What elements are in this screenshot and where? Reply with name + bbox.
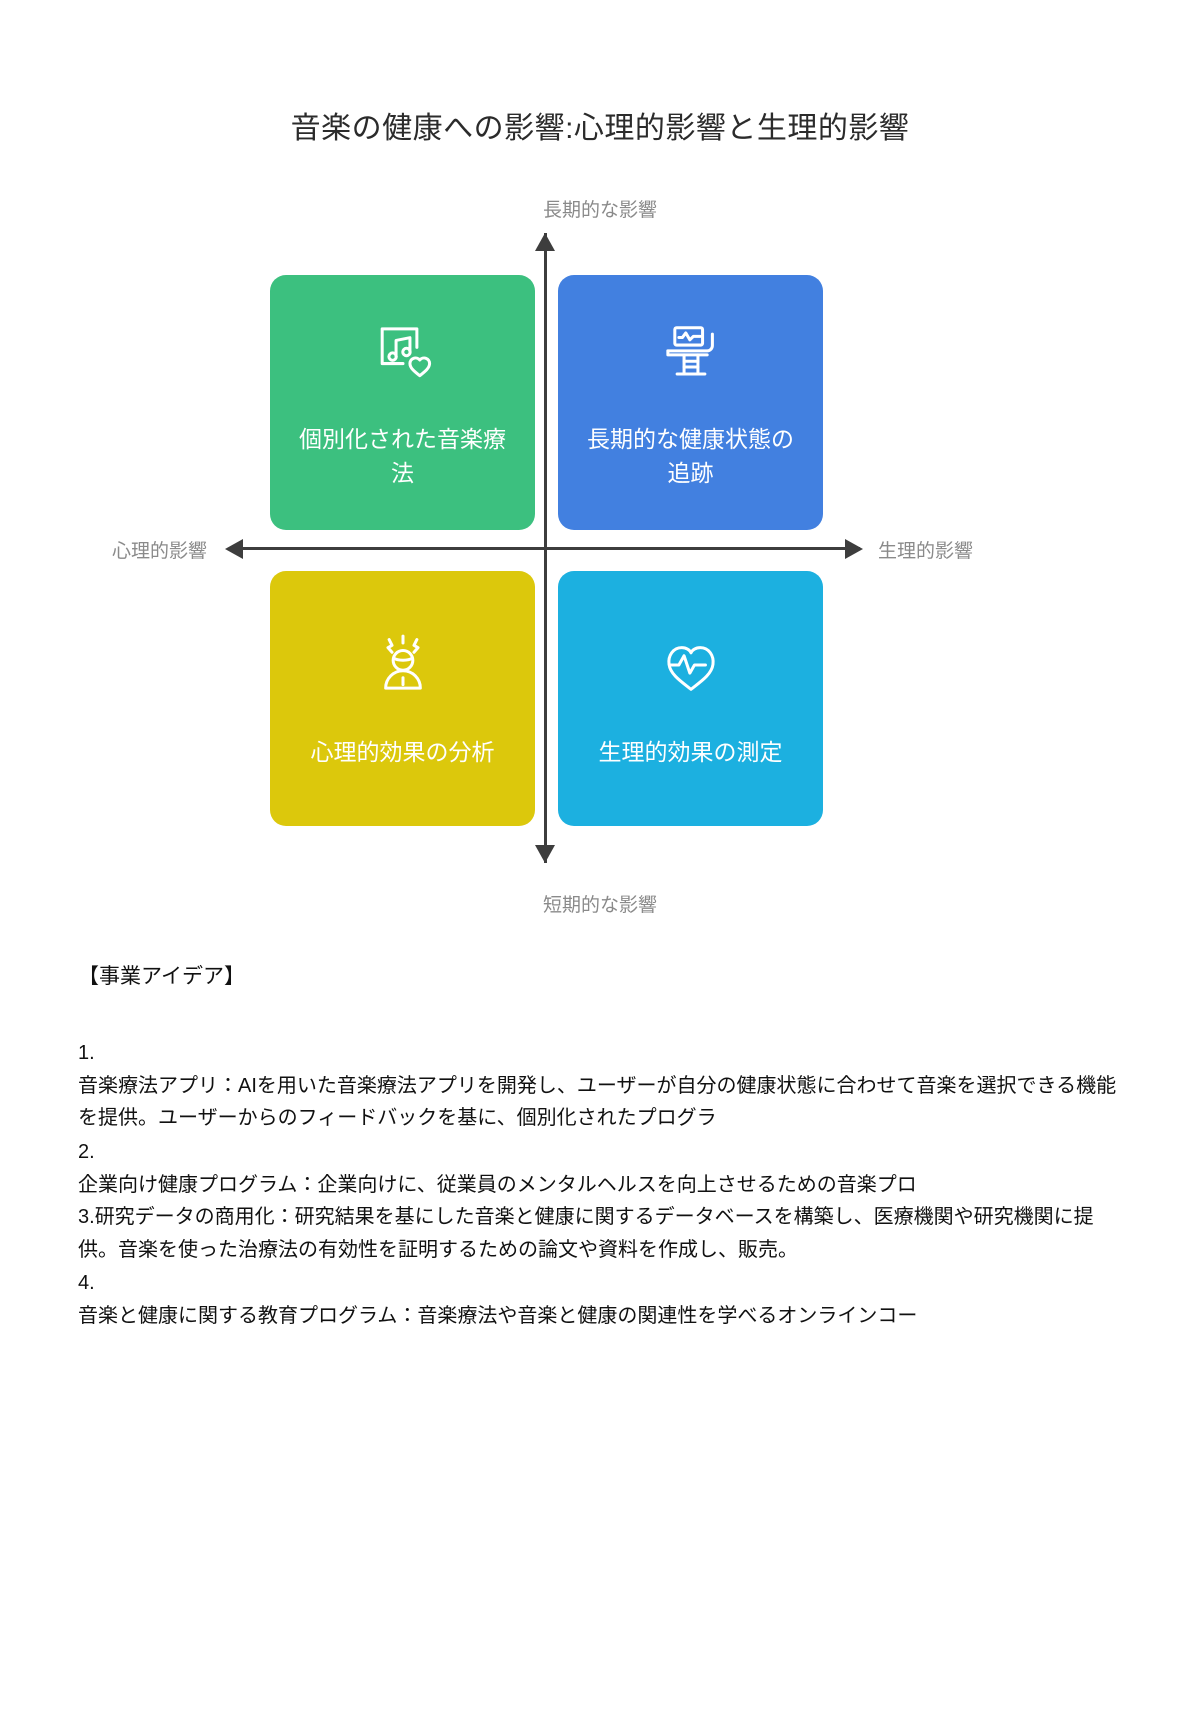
axis-label-bottom: 短期的な影響 <box>542 895 657 916</box>
idea-text: 音楽と健康に関する教育プログラム：音楽療法や音楽と健康の関連性を学べるオンライン… <box>78 1304 918 1327</box>
quadrant-label: 心理的効果の分析 <box>310 738 495 765</box>
quadrant-label: 長期的な健康状態の追跡 <box>587 426 794 486</box>
idea-text: 音楽療法アプリ：AIを用いた音楽療法アプリを開発し、ユーザーが自分の健康状態に合… <box>78 1075 1117 1130</box>
axis-label-top: 長期的な影響 <box>542 200 657 221</box>
list-item: 2. 企業向け健康プログラム：企業向けに、従業員のメンタルヘルスを向上させるため… <box>78 1135 1128 1201</box>
arrow-up-icon <box>535 233 555 251</box>
business-ideas-section: 【事業アイデア】 1. 音楽療法アプリ：AIを用いた音楽療法アプリを開発し、ユー… <box>78 960 1128 1332</box>
list-item: 3.研究データの商用化：研究結果を基にした音楽と健康に関するデータベースを構築し… <box>78 1201 1128 1266</box>
business-ideas-heading: 【事業アイデア】 <box>78 965 245 988</box>
arrow-down-icon <box>535 845 555 863</box>
quadrant-top-right[interactable]: 長期的な健康状態の追跡 <box>558 275 823 530</box>
page-title: 音楽の健康への影響:心理的影響と生理的影響 <box>290 112 910 145</box>
idea-text: 3.研究データの商用化：研究結果を基にした音楽と健康に関するデータベースを構築し… <box>78 1201 1128 1266</box>
list-item: 1. 音楽療法アプリ：AIを用いた音楽療法アプリを開発し、ユーザーが自分の健康状… <box>78 1036 1128 1135</box>
idea-number: 2. <box>78 1140 95 1163</box>
quadrant-matrix: 長期的な影響 短期的な影響 心理的影響 生理的影響 個別化された音楽療法 <box>0 185 1200 985</box>
quadrant-bottom-left[interactable]: 心理的効果の分析 <box>270 571 535 826</box>
stressed-person-icon <box>366 628 440 702</box>
axis-label-left: 心理的影響 <box>112 541 208 562</box>
list-item: 4. 音楽と健康に関する教育プログラム：音楽療法や音楽と健康の関連性を学べるオン… <box>78 1266 1128 1332</box>
idea-number: 1. <box>78 1042 95 1064</box>
idea-text: 企業向け健康プログラム：企業向けに、従業員のメンタルヘルスを向上させるための音楽… <box>78 1173 917 1196</box>
idea-number: 4. <box>78 1271 95 1294</box>
quadrant-label: 個別化された音楽療法 <box>299 426 506 486</box>
heart-pulse-icon <box>654 628 728 702</box>
idea-body: 研究データの商用化：研究結果を基にした音楽と健康に関するデータベースを構築し、医… <box>78 1206 1094 1261</box>
quadrant-top-left[interactable]: 個別化された音楽療法 <box>270 275 535 530</box>
arrow-right-icon <box>845 539 863 559</box>
horizontal-axis-line <box>235 547 860 550</box>
axis-label-right: 生理的影響 <box>878 541 974 562</box>
arrow-left-icon <box>225 539 243 559</box>
quadrant-bottom-right[interactable]: 生理的効果の測定 <box>558 571 823 826</box>
music-heart-icon <box>366 315 440 389</box>
quadrant-label: 生理的効果の測定 <box>598 738 783 765</box>
medical-monitor-chair-icon <box>654 315 728 389</box>
idea-number: 3. <box>78 1206 95 1229</box>
